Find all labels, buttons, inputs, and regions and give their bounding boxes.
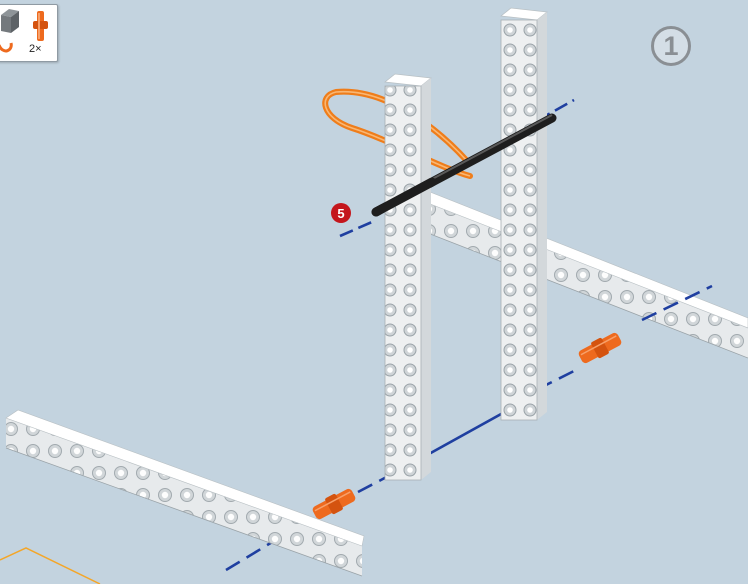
tall-vertical-beam bbox=[501, 8, 547, 420]
short-vertical-beam bbox=[385, 74, 431, 480]
orange-connector-peg-icon bbox=[33, 11, 48, 41]
peg-quantity: 2× bbox=[29, 43, 42, 55]
step-number-badge: 1 bbox=[651, 26, 691, 66]
gray-cube-icon bbox=[0, 9, 19, 51]
axis-guide-lines bbox=[226, 100, 712, 570]
parts-list-box: 2× bbox=[0, 4, 58, 62]
orange-guide-line bbox=[0, 548, 100, 584]
axle-callout-number: 5 bbox=[331, 203, 351, 223]
connector-peg-left bbox=[310, 486, 357, 523]
connector-peg-right bbox=[576, 330, 623, 367]
back-horizontal-beam bbox=[420, 192, 748, 358]
front-horizontal-beam bbox=[6, 410, 364, 576]
